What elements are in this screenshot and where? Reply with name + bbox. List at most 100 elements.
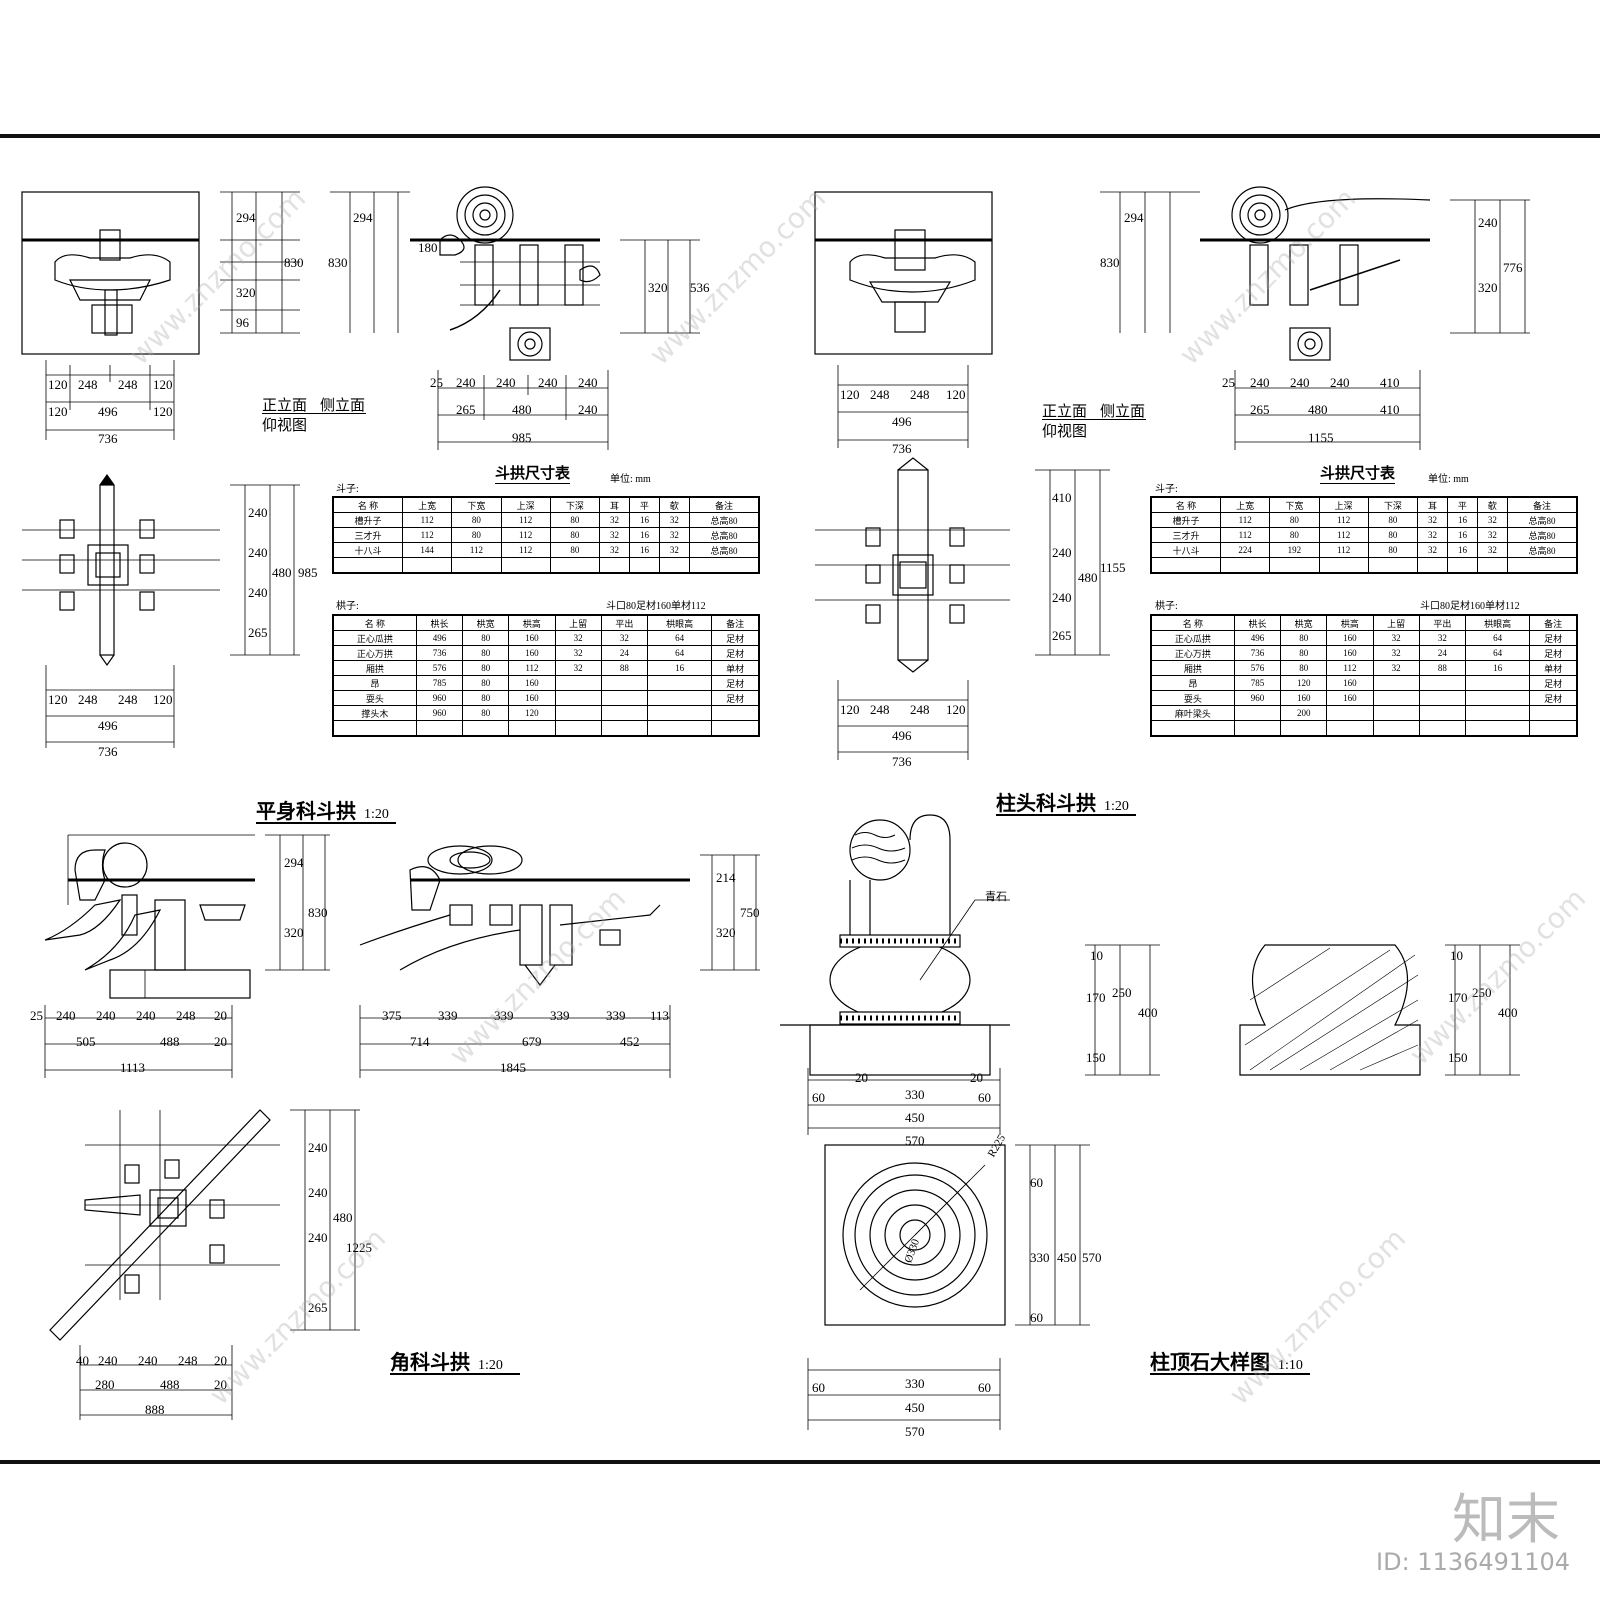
table-cell: 112 [1220, 527, 1271, 543]
dim-label: 480 [1078, 570, 1098, 585]
title-jiaoke-scale: 1:20 [478, 1358, 503, 1373]
table-cell [549, 557, 600, 574]
table-cell: 112 [500, 512, 551, 528]
table-cell [451, 557, 502, 574]
table-cell: 32 [658, 512, 690, 528]
table-cell: 112 [402, 527, 453, 543]
dim-label: 120 [153, 692, 173, 707]
table-cell [600, 720, 648, 737]
dim-label: 1113 [120, 1060, 146, 1075]
table-cell: 80 [1280, 630, 1328, 646]
left-gong-prefix: 栱子: [336, 601, 359, 612]
table-cell: 32 [1476, 512, 1508, 528]
brand-id: ID: 1136491104 [1376, 1548, 1570, 1576]
dim-label: 320 [236, 285, 256, 300]
table-header-cell: 备注 [1506, 496, 1578, 513]
table-header-cell: 栱宽 [1280, 614, 1328, 631]
dim-label: 25 [30, 1008, 43, 1023]
table-cell [1367, 557, 1418, 574]
table-cell [1326, 705, 1374, 721]
dim-label: 339 [550, 1008, 570, 1023]
table-cell [554, 675, 602, 691]
table-cell: 64 [1464, 645, 1531, 661]
table-cell [1464, 675, 1531, 691]
dim-label: 113 [650, 1008, 670, 1023]
table-cell: 16 [1446, 527, 1478, 543]
table-cell [1446, 557, 1478, 574]
table-cell: 正心瓜拱 [1150, 630, 1235, 646]
table-cell: 785 [415, 675, 464, 691]
table-cell: 80 [1269, 527, 1320, 543]
pingshen-front-elevation [21, 191, 200, 355]
dim-label: 240 [308, 1140, 328, 1155]
table-header-cell: 平出 [1418, 614, 1466, 631]
table-cell: 足材 [711, 690, 760, 706]
table-cell: 960 [1233, 690, 1282, 706]
table-cell [1464, 690, 1531, 706]
dim-label: 120 [48, 692, 68, 707]
table-cell: 16 [1446, 542, 1478, 558]
dim-label: 248 [118, 692, 138, 707]
table-cell: 32 [1416, 542, 1448, 558]
dim-label: 248 [118, 377, 138, 392]
dim-label: 488 [160, 1034, 180, 1049]
zhudingshi-section [1085, 944, 1520, 1076]
table-cell: 32 [658, 542, 690, 558]
table-header-cell: 上宽 [1220, 496, 1271, 513]
view-label-rule [1042, 419, 1146, 420]
jiaoke-plan-view [49, 1109, 360, 1420]
table-cell: 耍头 [332, 690, 417, 706]
table-cell [1150, 557, 1222, 574]
table-cell: 160 [508, 675, 556, 691]
table-header-cell: 耳 [1416, 496, 1448, 513]
table-cell: 112 [1326, 660, 1374, 676]
table-cell: 576 [415, 660, 464, 676]
dim-label: 60 [1030, 1175, 1043, 1190]
title-jiaoke-text: 角科斗拱 [390, 1352, 470, 1374]
table-cell: 112 [508, 660, 556, 676]
table-cell [1150, 720, 1235, 737]
table-header-cell: 栱长 [415, 614, 464, 631]
table-cell: 160 [1326, 690, 1374, 706]
dim-label: 320 [648, 280, 668, 295]
table-header-cell: 下宽 [451, 496, 502, 513]
table-cell [554, 705, 602, 721]
table-header-cell: 名 称 [332, 614, 417, 631]
table-cell: 24 [1418, 645, 1466, 661]
table-cell: 80 [549, 512, 600, 528]
table-cell: 足材 [1529, 675, 1578, 691]
dim-label: 1155 [1100, 560, 1126, 575]
dim-label: 570 [1082, 1250, 1102, 1265]
dim-label: 240 [308, 1185, 328, 1200]
pingshen-front-dims [45, 191, 300, 440]
table-cell [598, 557, 630, 574]
table-cell: 496 [1233, 630, 1282, 646]
title-pingshen-underline [256, 822, 396, 824]
dim-label: 480 [333, 1210, 353, 1225]
table-cell: 正心万拱 [332, 645, 417, 661]
table-cell: 麻叶梁头 [1150, 705, 1235, 721]
title-zhutou-text: 柱头科斗拱 [996, 793, 1096, 815]
zhudingshi-elevation [780, 814, 1010, 1135]
dim-label: 400 [1498, 1005, 1518, 1020]
table-header-row: 名 称栱长栱宽栱高上留平出栱眼高备注 [1150, 614, 1578, 631]
table-cell: 32 [1416, 527, 1448, 543]
table-header-cell: 栱高 [508, 614, 556, 631]
title-zhudingshi-underline [1150, 1373, 1310, 1375]
view-label-front: 正立面 [262, 398, 308, 414]
table-cell: 32 [600, 630, 648, 646]
table-cell: 总高80 [1506, 512, 1578, 528]
table-cell: 撑头木 [332, 705, 417, 721]
title-jiaoke: 角科斗拱 1:20 [390, 1346, 503, 1375]
table-cell [1318, 557, 1369, 574]
table-cell: 总高80 [688, 527, 760, 543]
table-cell: 80 [1367, 512, 1418, 528]
dim-label: 170 [1086, 990, 1106, 1005]
table-cell: 80 [462, 675, 510, 691]
dim-label: 496 [98, 718, 118, 733]
table-cell [628, 557, 660, 574]
